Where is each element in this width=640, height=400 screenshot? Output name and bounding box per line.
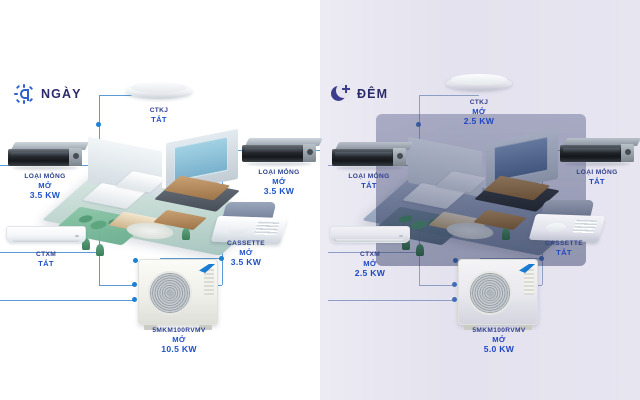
label-cassette-day: CASSETTE MỞ 3.5 KW [227, 240, 265, 268]
mode-label-night: ĐÊM [357, 87, 389, 101]
wire-ctkj-horz [419, 95, 479, 96]
unit-duct-left-night[interactable] [332, 142, 413, 172]
wire-ctkj-horz [99, 95, 159, 96]
label-duct-right-night: LOẠI MỎNG TẮT [576, 169, 618, 187]
label-ctkj-day: CTKJ TẮT [149, 107, 169, 125]
unit-wall-left-day[interactable] [6, 226, 86, 250]
wire-outdoor-lower [328, 300, 455, 301]
connector-dot [416, 122, 421, 127]
connector-dot [132, 282, 137, 287]
wire-outdoor-lower [0, 300, 135, 301]
house-illustration-day [42, 120, 272, 260]
unit-outdoor-day[interactable] [132, 255, 224, 331]
wire-ctkj-vert [419, 95, 420, 125]
connector-dot [539, 256, 544, 261]
connector-dot [133, 258, 138, 263]
unit-ceiling-round-night[interactable] [446, 72, 512, 94]
wire-outdoor-left [419, 285, 455, 286]
unit-wall-left-night[interactable] [330, 226, 410, 250]
connector-dot [452, 282, 457, 287]
connector-dot [453, 258, 458, 263]
label-ctxm-day: CTXM TẮT [35, 251, 57, 269]
wire-wall-left [0, 252, 99, 253]
unit-ceiling-round-day[interactable] [126, 80, 192, 102]
label-ctxm-night: CTXM MỞ 2.5 KW [354, 251, 386, 279]
unit-duct-right-day[interactable] [242, 138, 323, 168]
label-duct-right-day: LOẠI MỎNG MỞ 3.5 KW [258, 169, 300, 197]
connector-dot [219, 256, 224, 261]
night-panel: ĐÊM CTKJ MỞ 2.5 KW [320, 0, 640, 400]
label-outdoor-day: 5MKM100RVMV MỞ 10.5 KW [152, 327, 206, 355]
wire-ctkj-vert [99, 95, 100, 125]
sun-icon [14, 84, 34, 104]
moon-icon [330, 83, 351, 104]
mode-badge-day: NGÀY [14, 84, 82, 104]
connector-dot [452, 297, 457, 302]
daikin-logo-icon [199, 264, 215, 273]
label-ctkj-night: CTKJ MỞ 2.5 KW [463, 99, 495, 127]
mode-badge-night: ĐÊM [330, 83, 389, 104]
connector-dot [132, 297, 137, 302]
house-illustration-night [362, 114, 592, 266]
unit-duct-right-night[interactable] [560, 138, 640, 168]
connector-dot [96, 122, 101, 127]
unit-outdoor-night[interactable] [452, 255, 544, 331]
unit-duct-left-day[interactable] [8, 142, 89, 172]
daikin-logo-icon [519, 264, 535, 273]
wire-outdoor-left [99, 285, 135, 286]
wire-wall-left [328, 252, 419, 253]
label-duct-left-night: LOẠI MỎNG TẮT [348, 173, 390, 191]
wire-outdoor-top-h [160, 258, 222, 259]
day-panel: NGÀY CTKJ TẮT [0, 0, 320, 400]
mode-label-day: NGÀY [41, 87, 82, 101]
wire-outdoor-top-h [480, 258, 542, 259]
label-outdoor-night: 5MKM100RVMV MỞ 5.0 KW [472, 327, 526, 355]
label-duct-left-day: LOẠI MỎNG MỞ 3.5 KW [24, 173, 66, 201]
label-cassette-night: CASSETTE TẮT [545, 240, 583, 258]
